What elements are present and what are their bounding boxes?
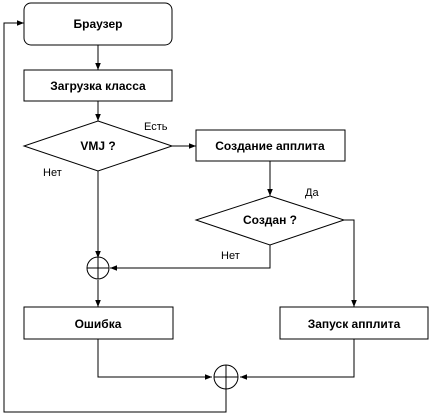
- node-load-class-label: Загрузка класса: [50, 79, 146, 93]
- merge-point-upper: [86, 256, 110, 280]
- node-load-class: Загрузка класса: [23, 69, 173, 102]
- edge-run-to-merge: [240, 339, 355, 380]
- connector-lines: [3, 20, 357, 413]
- label-created-no: Нет: [221, 250, 240, 262]
- merge-point-lower: [213, 364, 239, 390]
- node-browser: Браузер: [23, 2, 173, 46]
- node-error-label: Ошибка: [75, 317, 122, 331]
- label-vmj-no: Нет: [43, 167, 62, 179]
- edge-error-to-merge: [97, 339, 212, 380]
- edge-created-yes: [344, 219, 357, 307]
- node-browser-label: Браузер: [74, 17, 123, 31]
- label-vmj-yes: Есть: [144, 121, 168, 133]
- node-run-applet: Запуск апплита: [279, 306, 429, 340]
- node-run-applet-label: Запуск апплита: [308, 317, 401, 331]
- node-vmj-label: VMJ ?: [80, 139, 115, 153]
- node-created-label: Создан ?: [243, 213, 297, 227]
- node-create-applet: Создание апплита: [195, 129, 346, 162]
- node-vmj-decision: VMJ ?: [22, 120, 174, 172]
- node-error: Ошибка: [23, 306, 174, 340]
- node-create-applet-label: Создание апплита: [215, 139, 325, 153]
- edge-loop-back: [3, 20, 227, 413]
- label-created-yes: Да: [305, 187, 319, 199]
- edge-created-no: [110, 245, 271, 271]
- node-created-decision: Создан ?: [194, 195, 346, 246]
